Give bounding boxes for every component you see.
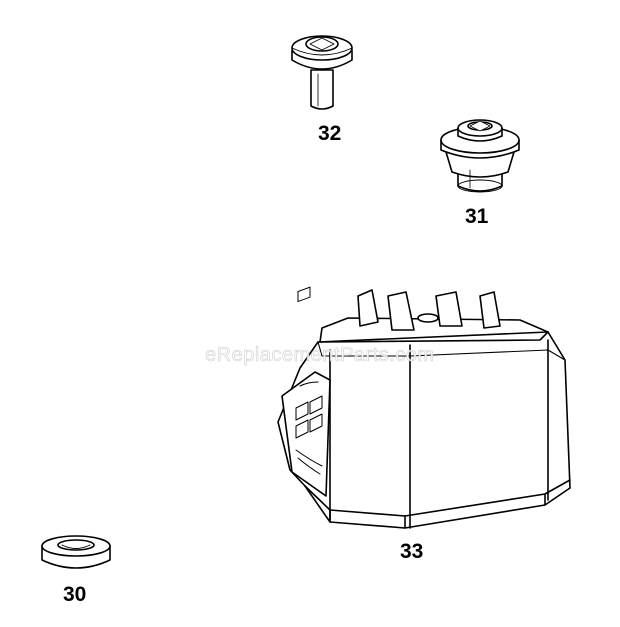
part-label-32: 32 (318, 122, 342, 145)
part-label-30: 30 (63, 583, 87, 606)
part-33-motor-base[interactable] (277, 286, 571, 529)
part-30-bearing[interactable] (41, 535, 111, 569)
part-label-33: 33 (400, 540, 424, 563)
part-32-drive-stud[interactable] (291, 35, 353, 110)
part-31-drive-coupling[interactable] (440, 119, 520, 193)
part-label-31: 31 (465, 205, 489, 228)
watermark-text: eReplacementParts.com (205, 344, 435, 367)
